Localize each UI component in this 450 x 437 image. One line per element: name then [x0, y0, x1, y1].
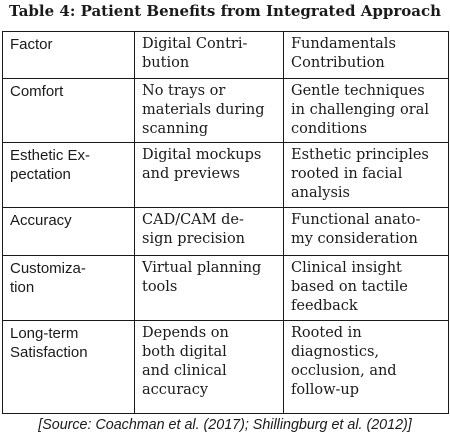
row-cell: No trays or materials during scanning — [134, 78, 284, 143]
row-cell: Functional anato- my consideration — [283, 207, 449, 256]
row-cell: Customiza- tion — [2, 255, 135, 321]
row-cell: Digital mockups and previews — [134, 142, 284, 208]
row-cell: Depends on both digital and clinical acc… — [134, 320, 284, 414]
row-cell: Esthetic Ex- pectation — [2, 142, 135, 208]
table-row: Comfort No trays or materials during sca… — [2, 78, 449, 143]
benefits-table: Factor Digital Contri- bution Fundamenta… — [2, 31, 449, 414]
header-cell-digital: Digital Contri- bution — [134, 31, 284, 79]
row-cell: Virtual planning tools — [134, 255, 284, 321]
row-cell: Gentle techniques in challenging oral co… — [283, 78, 449, 143]
row-cell: Clinical insight based on tactile feedba… — [283, 255, 449, 321]
source-citation: [Source: Coachman et al. (2017); Shillin… — [38, 417, 412, 433]
row-cell: Long-term Satisfaction — [2, 320, 135, 414]
row-cell: Accuracy — [2, 207, 135, 256]
table-row: Long-term Satisfaction Depends on both d… — [2, 320, 449, 414]
table-title: Table 4: Patient Benefits from Integrate… — [8, 2, 441, 20]
table-row: Customiza- tion Virtual planning tools C… — [2, 255, 449, 321]
table-header-row: Factor Digital Contri- bution Fundamenta… — [2, 31, 449, 79]
row-cell: Rooted in diagnostics, occlusion, and fo… — [283, 320, 449, 414]
table-row: Accuracy CAD/CAM de- sign precision Func… — [2, 207, 449, 256]
table-row: Esthetic Ex- pectation Digital mockups a… — [2, 142, 449, 208]
header-cell-factor: Factor — [2, 31, 135, 79]
row-cell: Comfort — [2, 78, 135, 143]
row-cell: Esthetic principles rooted in facial ana… — [283, 142, 449, 208]
header-cell-fundamentals: Fundamentals Contribution — [283, 31, 449, 79]
row-cell: CAD/CAM de- sign precision — [134, 207, 284, 256]
